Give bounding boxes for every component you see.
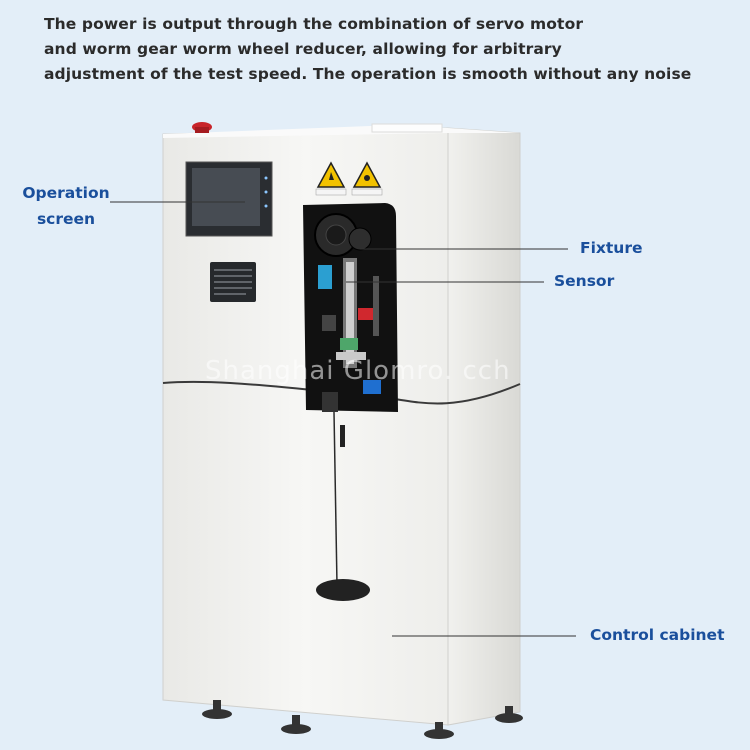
label-operation-screen-line2: screen	[36, 210, 96, 228]
leveling-feet	[202, 700, 523, 739]
label-operation-screen-line1: Operation	[22, 184, 110, 202]
leader-lines	[110, 201, 576, 637]
description-line-2: and worm gear worm wheel reducer, allowi…	[44, 40, 562, 58]
watermark: Shanghai Glomro. cch	[205, 356, 511, 386]
description-line-3: adjustment of the test speed. The operat…	[44, 65, 692, 83]
warning-signs	[315, 161, 383, 196]
top-cap	[371, 123, 443, 133]
label-control-cabinet: Control cabinet	[590, 626, 725, 644]
description-line-1: The power is output through the combinat…	[44, 15, 584, 33]
label-fixture: Fixture	[580, 239, 643, 257]
label-sensor: Sensor	[554, 272, 615, 290]
weight-disc	[316, 579, 370, 601]
operation-screen-display	[192, 168, 260, 226]
cabinet-side	[447, 127, 521, 726]
description-text: The power is output through the combinat…	[44, 12, 724, 87]
label-operation-screen: Operation screen	[20, 180, 112, 232]
